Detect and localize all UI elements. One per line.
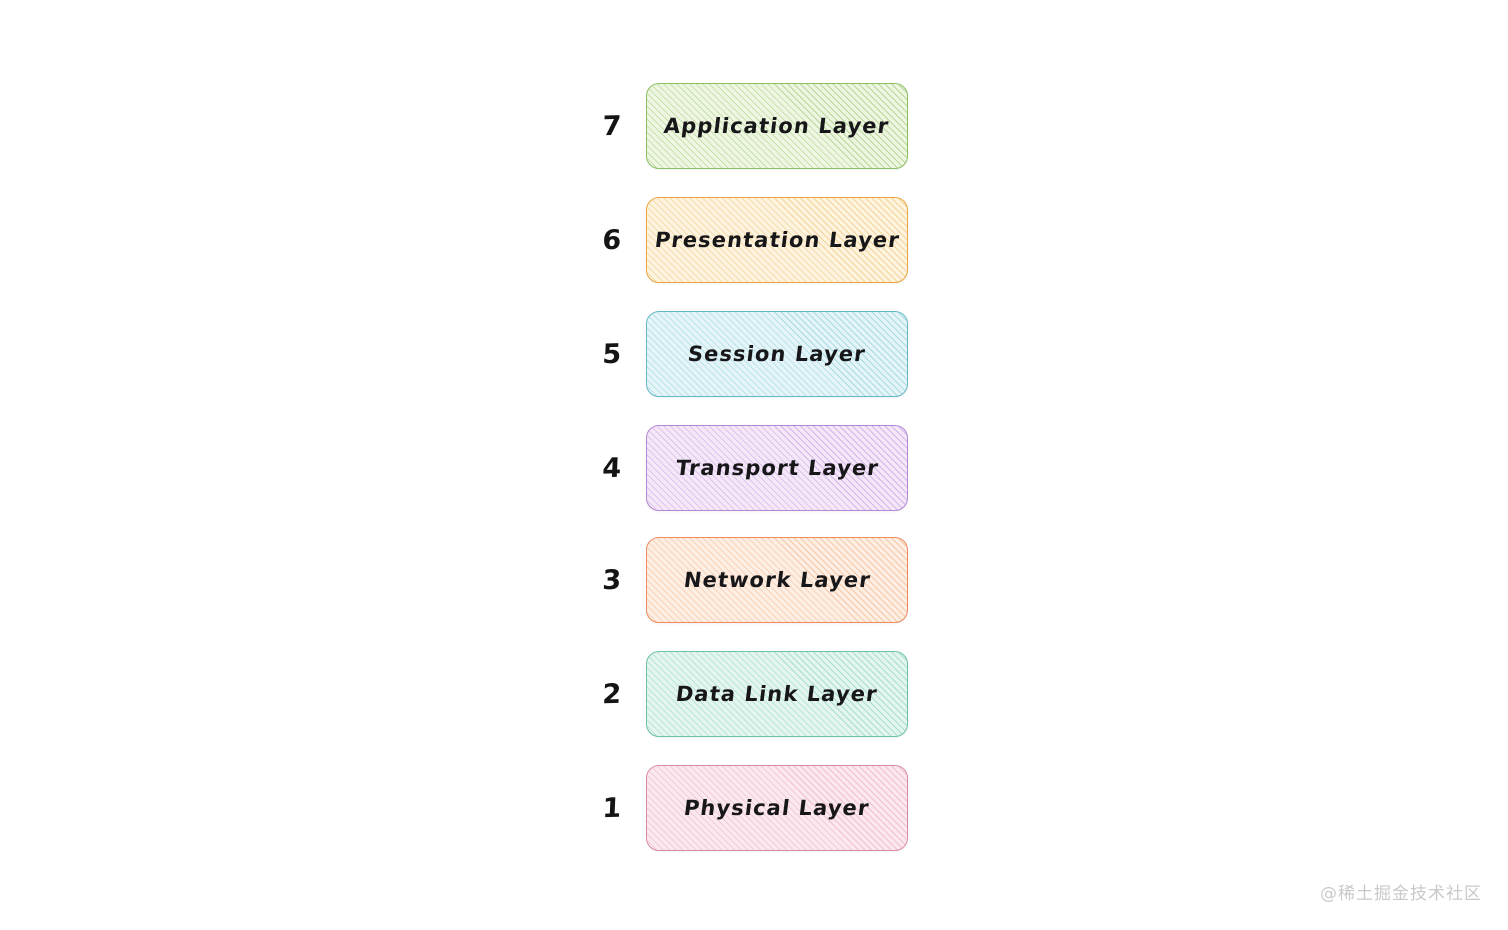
layer-box[interactable]: Application Layer: [646, 83, 908, 169]
layer-label: Data Link Layer: [674, 682, 880, 706]
layer-number: 1: [601, 792, 623, 824]
layer-number: 7: [601, 110, 623, 142]
layer-row: 1 Physical Layer: [588, 765, 928, 851]
layer-row: 7 Application Layer: [588, 83, 928, 169]
layer-label: Session Layer: [686, 342, 868, 366]
watermark: @稀土掘金技术社区: [1320, 884, 1482, 904]
layer-label: Transport Layer: [674, 456, 880, 480]
layer-row: 4 Transport Layer: [588, 425, 928, 511]
layer-box[interactable]: Presentation Layer: [646, 197, 908, 283]
layer-number: 2: [601, 678, 623, 710]
layer-label: Application Layer: [662, 114, 892, 138]
layer-box[interactable]: Network Layer: [646, 537, 908, 623]
layer-row: 3 Network Layer: [588, 537, 928, 623]
layer-row: 2 Data Link Layer: [588, 651, 928, 737]
layer-number: 5: [601, 338, 623, 370]
layer-number: 4: [601, 452, 623, 484]
layer-box[interactable]: Data Link Layer: [646, 651, 908, 737]
layer-row: 6 Presentation Layer: [588, 197, 928, 283]
layer-box[interactable]: Session Layer: [646, 311, 908, 397]
layer-number: 6: [601, 224, 623, 256]
layer-box[interactable]: Transport Layer: [646, 425, 908, 511]
layer-box[interactable]: Physical Layer: [646, 765, 908, 851]
layer-row: 5 Session Layer: [588, 311, 928, 397]
layer-number: 3: [601, 564, 623, 596]
layer-label: Presentation Layer: [653, 228, 901, 252]
layer-label: Network Layer: [682, 568, 872, 592]
layer-label: Physical Layer: [682, 796, 872, 820]
